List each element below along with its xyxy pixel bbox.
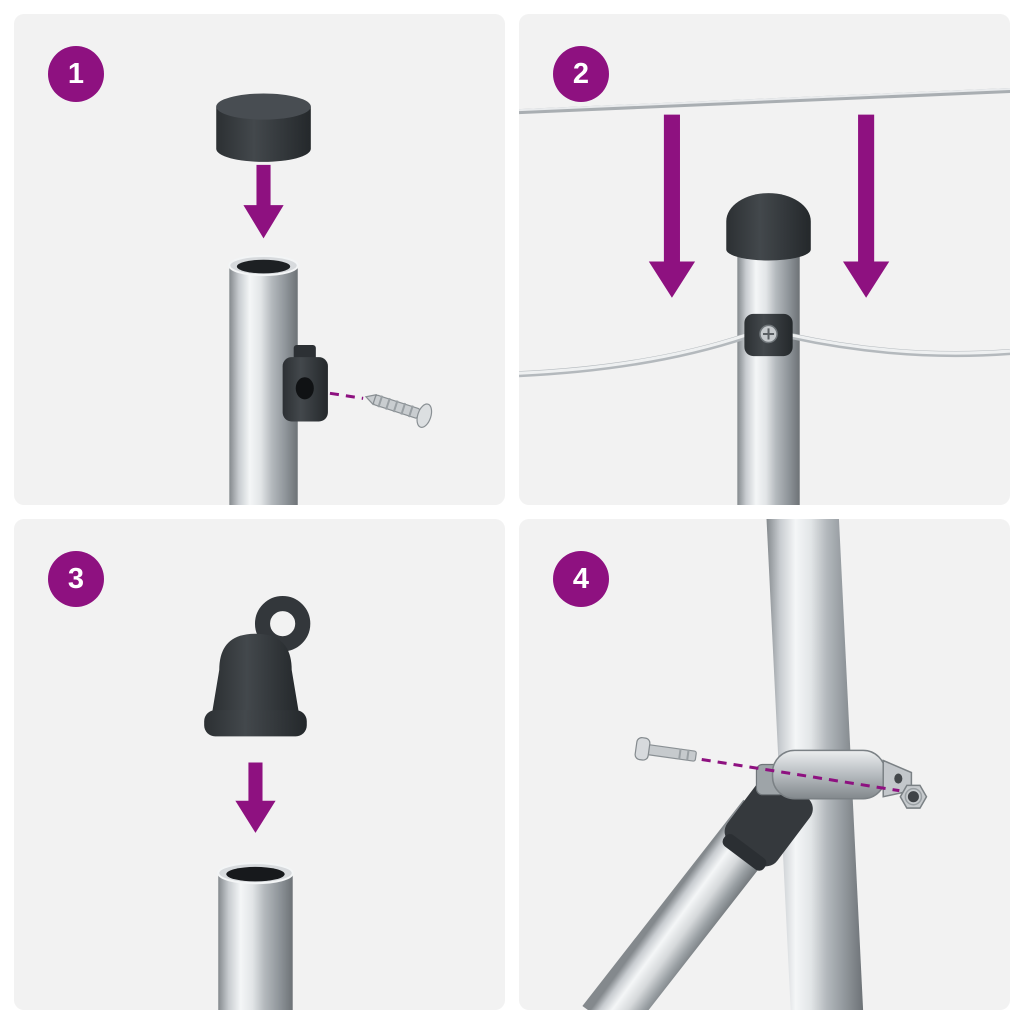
bolt-part: [634, 737, 697, 762]
step1-illustration: [216, 93, 433, 505]
step-panel-2: 2: [519, 14, 1010, 505]
dashed-guide-line: [329, 391, 364, 400]
screw-part: [364, 393, 433, 428]
dashed-guide-line: [669, 752, 900, 793]
metal-post-part: [737, 251, 800, 505]
wire-clip-part: [744, 313, 793, 357]
post-cap-part: [216, 93, 311, 162]
step-number: 3: [67, 562, 85, 595]
step2-illustration: [519, 87, 1010, 505]
step-number: 4: [572, 562, 590, 595]
step-number-badge: 2: [553, 46, 609, 102]
step4-illustration: [582, 519, 928, 1010]
step-number-badge: 4: [553, 551, 609, 607]
step-number-badge: 3: [48, 551, 104, 607]
step-number-badge: 1: [48, 46, 104, 102]
metal-post-part: [217, 862, 294, 1010]
step-panel-4: 4: [519, 519, 1010, 1010]
down-arrow-icon: [235, 762, 276, 833]
post-cap-part: [726, 193, 811, 261]
tension-wire-top-part: [519, 87, 1010, 115]
hex-nut-part: [899, 784, 928, 809]
step-number: 2: [572, 57, 590, 90]
down-arrow-icon: [243, 164, 284, 239]
step-number: 1: [67, 57, 85, 90]
down-arrow-left-icon: [648, 114, 696, 298]
brace-band-clamp-part: [755, 749, 913, 800]
step3-illustration: [204, 595, 311, 1010]
wire-holder-bracket-part: [282, 345, 328, 422]
step-panel-3: 3: [14, 519, 505, 1010]
tension-wire-lower-part: [519, 333, 1010, 378]
down-arrow-right-icon: [842, 114, 890, 298]
step-panel-1: 1: [14, 14, 505, 505]
eyelet-cap-part: [204, 595, 311, 737]
